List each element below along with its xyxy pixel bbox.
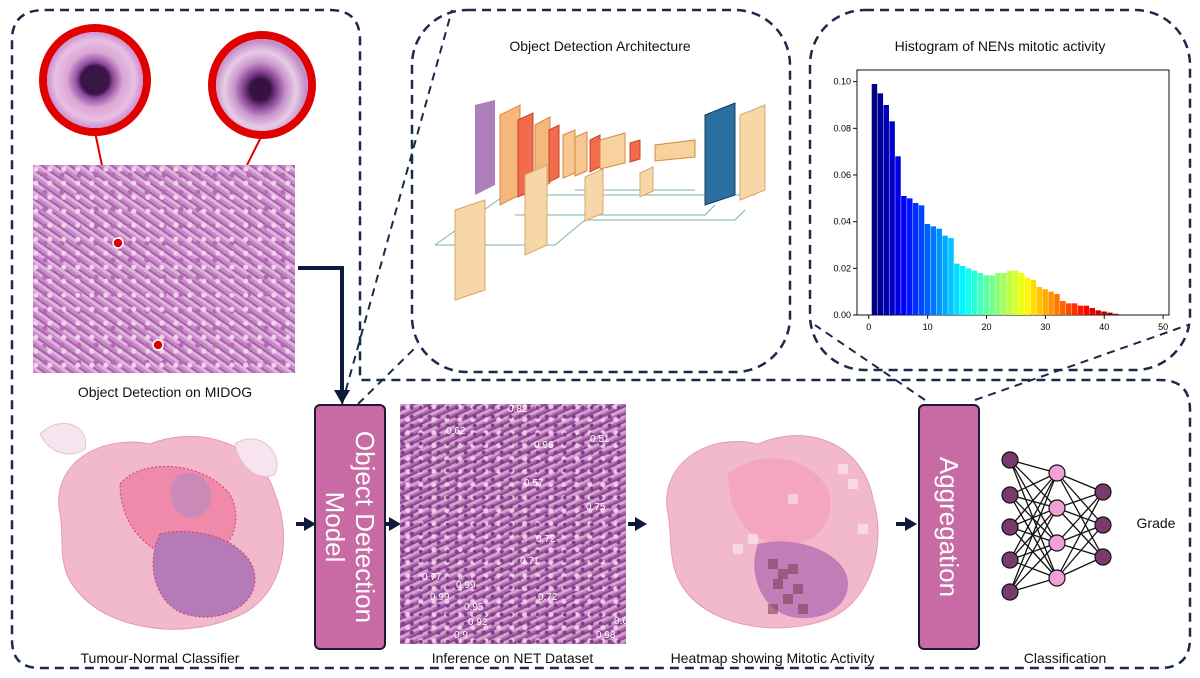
histogram-bar (1107, 312, 1113, 315)
histogram-bar (1054, 294, 1060, 315)
histogram-bar (912, 203, 919, 315)
x-tick-label: 0 (866, 322, 871, 332)
histogram-bar (877, 93, 884, 315)
heatmap-label: Heatmap showing Mitotic Activity (670, 650, 875, 666)
histogram-bar (977, 273, 984, 315)
histogram-bar (983, 275, 990, 315)
inference-tissue-image: 0.82 0.62 0.96 0.51 0.57 0.75 0.72 0.71 … (400, 404, 626, 644)
histogram-bar (1089, 308, 1096, 315)
prob-label: 0.71 (520, 556, 540, 567)
architecture-diagram (434, 100, 766, 301)
object-detection-model-box[interactable]: Object Detection Model (314, 404, 386, 650)
y-tick-label: 0.06 (833, 170, 851, 180)
histogram-bar (936, 228, 942, 315)
histogram-bar (1030, 280, 1037, 315)
histogram-bar (1007, 270, 1013, 315)
histogram-bar (1036, 287, 1043, 315)
x-tick-label: 10 (923, 322, 933, 332)
mitosis-zoom-image-2 (216, 39, 308, 131)
inference-label: Inference on NET Dataset (431, 650, 594, 666)
x-tick-label: 20 (982, 322, 992, 332)
detection-markers (112, 237, 164, 351)
classifier-network-icon (1001, 451, 1112, 601)
histogram-bar (1113, 313, 1119, 315)
classification-label: Classification (1023, 650, 1107, 666)
histogram-bar (971, 270, 978, 315)
prob-label: 0.72 (538, 592, 558, 603)
architecture-dashed-frame (410, 8, 792, 374)
prob-label: 0.82 (508, 404, 528, 415)
histogram-bar (930, 226, 937, 315)
histogram-bar (960, 266, 966, 315)
histogram-bar (883, 105, 889, 315)
histogram-title: Histogram of NENs mitotic activity (894, 38, 1106, 54)
prob-label: 0.9 (454, 630, 468, 641)
y-tick-label: 0.08 (833, 123, 851, 133)
y-tick-label: 0.04 (833, 217, 851, 227)
histogram-bar (995, 273, 1001, 315)
prob-label: 0.99 (456, 580, 476, 591)
histogram-bar (1042, 289, 1048, 315)
model-box-label: Object Detection Model (320, 430, 380, 624)
prob-label: 0.77 (422, 572, 442, 583)
histogram-bar (1048, 291, 1054, 315)
heatmap-slide-image (666, 435, 879, 629)
histogram-bar (1018, 273, 1025, 315)
prob-label: 0.75 (586, 502, 606, 513)
y-tick-label: 0.00 (833, 310, 851, 320)
histogram-chart: 0.00 0.02 0.04 0.06 0.08 0.10 0 10 20 30 40 50 (833, 69, 1170, 332)
prob-label: 0.95 (464, 602, 484, 613)
x-tick-label: 40 (1099, 322, 1109, 332)
histogram-bar (924, 224, 931, 315)
mitosis-zoom-image-1 (47, 32, 143, 128)
x-tick-label: 30 (1040, 322, 1050, 332)
histogram-bar (901, 196, 907, 315)
prob-label: 0.96 (534, 440, 554, 451)
tumour-normal-slide-image (39, 422, 285, 630)
histogram-bar (954, 263, 960, 315)
prob-label: 0.98 (596, 630, 616, 641)
histogram-bar (918, 205, 925, 315)
histogram-bar (1001, 273, 1007, 315)
x-tick-label: 50 (1158, 322, 1168, 332)
histogram-bar (1024, 277, 1031, 315)
prob-label: 0.51 (590, 434, 610, 445)
midog-label: Object Detection on MIDOG (77, 384, 253, 400)
histogram-bar (1083, 305, 1090, 315)
prob-label: 0.6 (614, 616, 626, 627)
histogram-dashed-frame (808, 8, 1192, 372)
y-tick-label: 0.02 (833, 263, 851, 273)
prob-label: 0.57 (524, 478, 544, 489)
histogram-bar (1101, 311, 1107, 315)
histogram-bar (1077, 305, 1084, 315)
histogram-bar (965, 268, 972, 315)
y-tick-label: 0.10 (833, 77, 851, 87)
histogram-bar (1095, 310, 1101, 315)
histogram-bar (1013, 270, 1019, 315)
histogram-bar (895, 156, 901, 315)
histogram-bar (871, 84, 878, 315)
tumour-normal-label: Tumour-Normal Classifier (80, 650, 240, 666)
aggregation-box[interactable]: Aggregation (918, 404, 980, 650)
aggregation-box-label: Aggregation (934, 456, 964, 598)
midog-tissue-image (33, 165, 295, 373)
histogram-bar (948, 238, 954, 315)
architecture-title: Object Detection Architecture (509, 38, 691, 54)
histogram-bar (942, 235, 948, 315)
prob-label: 0.62 (446, 426, 466, 437)
histogram-bar (989, 275, 995, 315)
histogram-bar (907, 198, 913, 315)
histogram-bar (1065, 303, 1072, 315)
grade-label: Grade (1136, 515, 1176, 531)
histogram-bar (889, 121, 895, 315)
prob-label: 0.99 (430, 592, 450, 603)
left-dashed-frame (10, 8, 1192, 670)
prob-label: 0.92 (468, 617, 488, 628)
histogram-bar (1071, 303, 1078, 315)
prob-label: 0.72 (536, 534, 556, 545)
histogram-bar (1060, 301, 1066, 315)
